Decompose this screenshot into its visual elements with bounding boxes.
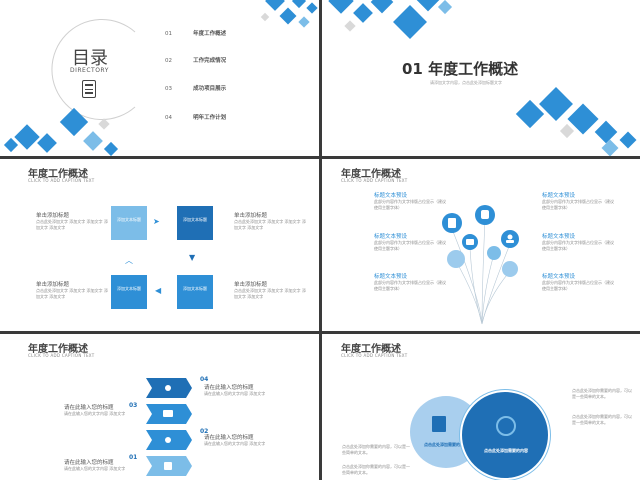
- cycle-box-2[interactable]: 添加文本标题: [177, 206, 213, 240]
- section-heading: 01 年度工作概述: [402, 60, 519, 78]
- toc-item-4[interactable]: 04 明年工作计划: [165, 115, 227, 121]
- chevron-stack: [146, 378, 192, 476]
- text-block-top-right: 单击添加标题 点击此处添加文字 添加文字 添加文字 添加文字 添加文字: [234, 213, 306, 230]
- trash-icon: [432, 416, 446, 432]
- step-number-03: 03: [129, 402, 138, 409]
- circle-dark[interactable]: 点击此处添加需要的内容: [460, 390, 550, 480]
- gear-icon: [496, 416, 516, 436]
- slide-1-thumbnail[interactable]: 目录 DIRECTORY 01 年度工作概述 02 工作完成情况 03 成功项目…: [0, 0, 319, 156]
- arrow-right-icon: ➤: [153, 217, 160, 226]
- arrow-down-icon: ▼: [189, 253, 196, 262]
- slide-2-thumbnail[interactable]: 01 年度工作概述 请添加文字内容，点击此处添加标题文字: [322, 0, 640, 156]
- slide-title: 年度工作概述: [341, 344, 401, 355]
- text-block-top-left: 单击添加标题 点击此处添加文字 添加文字 添加文字 添加文字 添加文字: [36, 213, 108, 230]
- text-block-bottom-left: 单击添加标题 点击此处添加文字 添加文字 添加文字 添加文字 添加文字: [36, 282, 108, 299]
- step-number-02: 02: [200, 428, 209, 435]
- text-block-1: 标题文本预设 此部分内容作为文字排版占位显示（建议使用主题字体）: [374, 193, 446, 210]
- paragraph-left-bottom: 点击此处添加你需要的内容，可以是一些简单的文本。: [342, 464, 410, 475]
- paragraph-right-top: 点击此处添加你需要的内容，可以是一些简单的文本。: [572, 388, 632, 399]
- section-caption: 请添加文字内容，点击此处添加标题文字: [430, 80, 502, 85]
- slide-4-thumbnail[interactable]: 年度工作概述 CLICK TO ADD CAPTION TEXT: [322, 159, 640, 331]
- text-block-bottom-right: 单击添加标题 点击此处添加文字 添加文字 添加文字 添加文字 添加文字: [234, 282, 306, 299]
- slide-title: 年度工作概述: [28, 169, 88, 180]
- step-number-04: 04: [200, 376, 209, 383]
- slide-subtitle: CLICK TO ADD CAPTION TEXT: [28, 353, 95, 358]
- slide-5-thumbnail[interactable]: 年度工作概述 CLICK TO ADD CAPTION TEXT 04 请在此输…: [0, 334, 319, 480]
- text-block-5: 标题文本预设 此部分内容作为文字排版占位显示（建议使用主题字体）: [542, 234, 614, 251]
- directory-subtitle: DIRECTORY: [70, 67, 109, 74]
- toc-item-2[interactable]: 02 工作完成情况: [165, 58, 227, 64]
- step-text-01: 请在此输入您的标题 请在此输入您的文字内容 添加文字: [64, 460, 126, 471]
- slide-subtitle: CLICK TO ADD CAPTION TEXT: [341, 353, 408, 358]
- chevron-up-icon: ︿: [125, 256, 133, 265]
- slide-title: 年度工作概述: [28, 344, 88, 355]
- cycle-box-3[interactable]: 添加文本标题: [111, 275, 147, 309]
- slide-subtitle: CLICK TO ADD CAPTION TEXT: [28, 178, 95, 183]
- cycle-box-1[interactable]: 添加文本标题: [111, 206, 147, 240]
- slide-6-thumbnail[interactable]: 年度工作概述 CLICK TO ADD CAPTION TEXT 点击此处添加需…: [322, 334, 640, 480]
- cycle-box-4[interactable]: 添加文本标题: [177, 275, 213, 309]
- slide-3-thumbnail[interactable]: 年度工作概述 CLICK TO ADD CAPTION TEXT 添加文本标题 …: [0, 159, 319, 331]
- document-icon: [82, 80, 96, 98]
- arrow-left-icon: ◀: [155, 286, 162, 295]
- directory-title: 目录: [72, 48, 108, 69]
- text-block-4: 标题文本预设 此部分内容作为文字排版占位显示（建议使用主题字体）: [542, 193, 614, 210]
- text-block-3: 标题文本预设 此部分内容作为文字排版占位显示（建议使用主题字体）: [374, 274, 446, 291]
- text-block-2: 标题文本预设 此部分内容作为文字排版占位显示（建议使用主题字体）: [374, 234, 446, 251]
- toc-item-1[interactable]: 01 年度工作概述: [165, 31, 227, 37]
- paragraph-left-top: 点击此处添加你需要的内容，可以是一些简单的文本。: [342, 444, 410, 455]
- step-number-01: 01: [129, 454, 138, 461]
- paragraph-right-bottom: 点击此处添加你需要的内容，可以是一些简单的文本。: [572, 414, 632, 425]
- step-text-02: 请在此输入您的标题 请在此输入您的文字内容 添加文字: [204, 435, 266, 446]
- step-text-04: 请在此输入您的标题 请在此输入您的文字内容 添加文字: [204, 385, 266, 396]
- toc-item-3[interactable]: 03 成功项目展示: [165, 86, 227, 92]
- text-block-6: 标题文本预设 此部分内容作为文字排版占位显示（建议使用主题字体）: [542, 274, 614, 291]
- step-text-03: 请在此输入您的标题 请在此输入您的文字内容 添加文字: [64, 405, 126, 416]
- slide-subtitle: CLICK TO ADD CAPTION TEXT: [341, 178, 408, 183]
- balloon-cluster: [442, 205, 519, 325]
- slide-title: 年度工作概述: [341, 169, 401, 180]
